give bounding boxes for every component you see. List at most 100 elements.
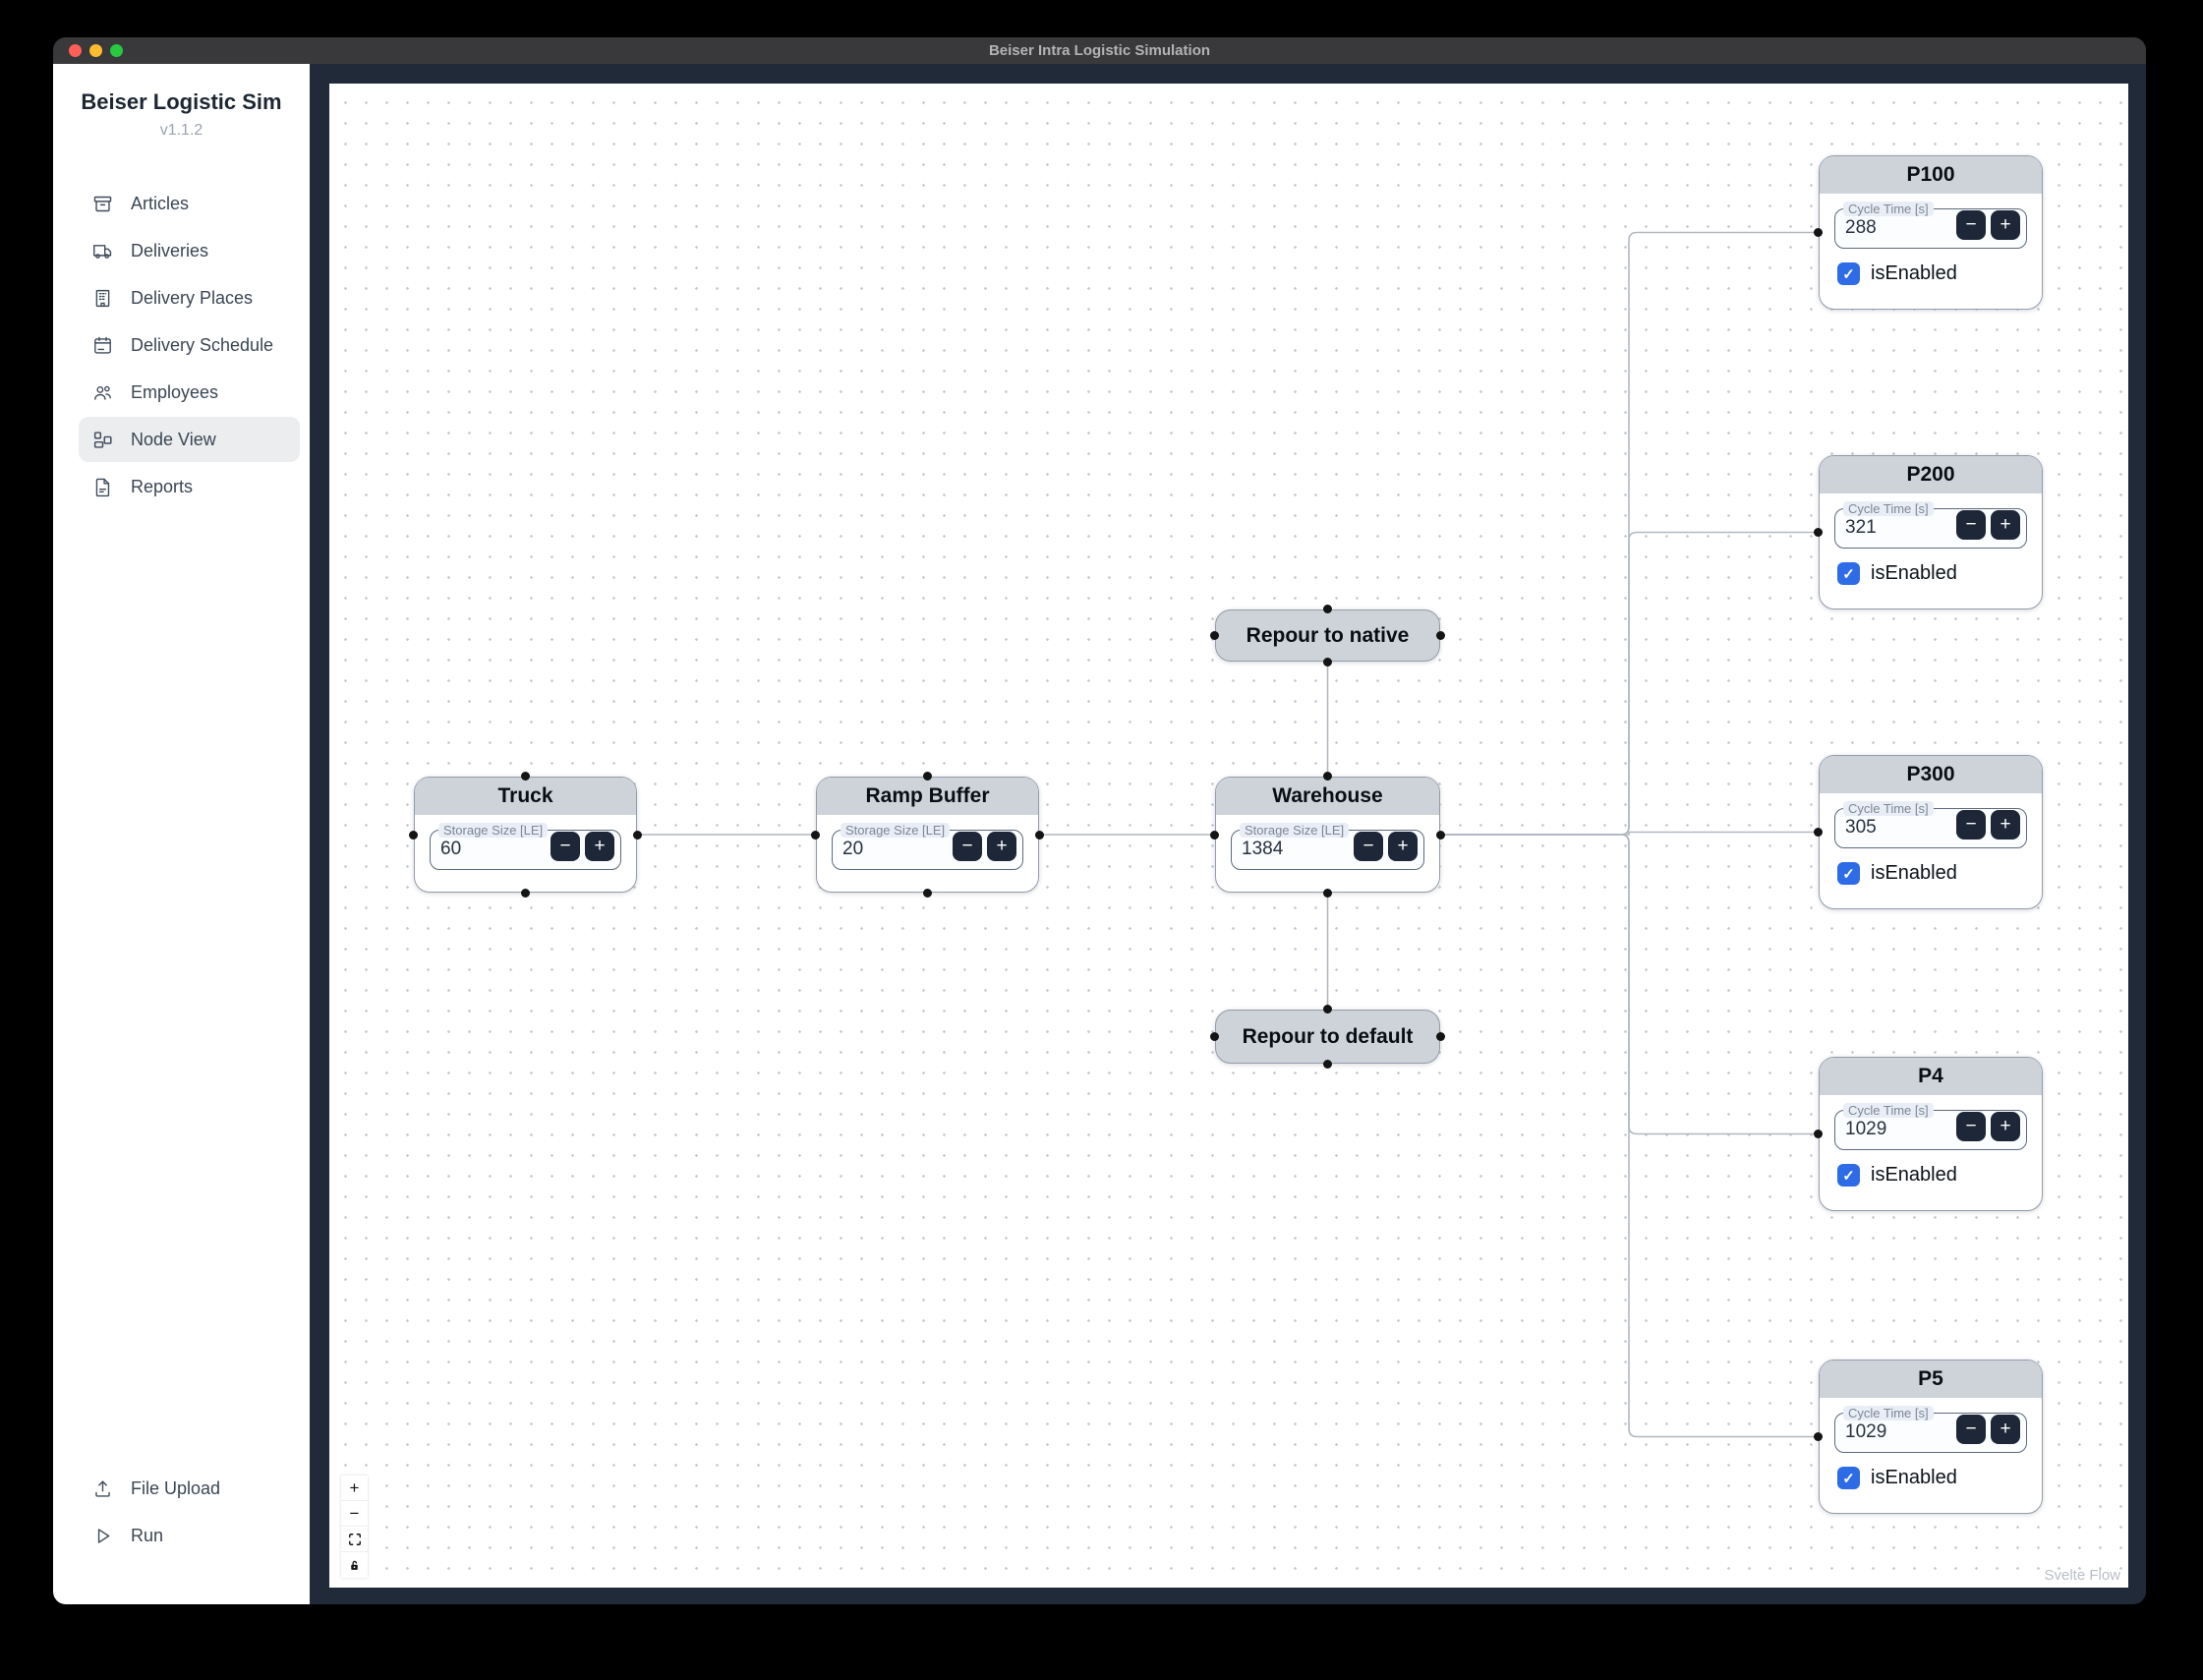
connection-handle[interactable]: [923, 772, 932, 781]
increment-button[interactable]: +: [1991, 1415, 2020, 1444]
connection-handle[interactable]: [409, 830, 418, 840]
connection-handle[interactable]: [1436, 631, 1445, 640]
increment-button[interactable]: +: [1991, 810, 2020, 840]
increment-button[interactable]: +: [1388, 832, 1418, 861]
increment-button[interactable]: +: [1991, 510, 2020, 540]
node-warehouse[interactable]: Warehouse Storage Size [LE] − +: [1210, 772, 1445, 898]
maximize-window-icon[interactable]: [110, 44, 123, 57]
connection-handle[interactable]: [521, 889, 530, 898]
zoom-in-button[interactable]: +: [341, 1476, 368, 1501]
sidebar-item-node-view[interactable]: Node View: [53, 416, 310, 463]
node-title: Ramp Buffer: [817, 778, 1038, 815]
node-p4[interactable]: P4 Cycle Time [s] − + ✓ isEnabled: [1814, 1057, 2043, 1211]
connection-handle[interactable]: [1814, 1130, 1823, 1138]
minimize-window-icon[interactable]: [89, 44, 102, 57]
cycle-time-input[interactable]: [1845, 1421, 1943, 1443]
cycle-time-input[interactable]: [1845, 517, 1943, 539]
app-window: Beiser Intra Logistic Simulation Beiser …: [53, 37, 2146, 1604]
connection-handle[interactable]: [1210, 830, 1219, 840]
decrement-button[interactable]: −: [551, 832, 580, 861]
node-ramp-buffer[interactable]: Ramp Buffer Storage Size [LE] − +: [811, 772, 1044, 898]
connection-handle[interactable]: [1323, 889, 1332, 898]
node-p5[interactable]: P5 Cycle Time [s] − + ✓ isEnabled: [1814, 1360, 2043, 1514]
connection-handle[interactable]: [1210, 631, 1219, 640]
is-enabled-checkbox[interactable]: ✓: [1837, 862, 1860, 885]
connection-handle[interactable]: [1035, 830, 1044, 840]
increment-button[interactable]: +: [987, 832, 1016, 861]
sidebar-item-label: Articles: [131, 193, 190, 213]
edge-layer: [637, 231, 1819, 1438]
connection-handle[interactable]: [1323, 658, 1332, 666]
fit-view-icon: [348, 1533, 361, 1545]
increment-button[interactable]: +: [1991, 210, 2020, 240]
sidebar-item-delivery-places[interactable]: Delivery Places: [53, 274, 310, 321]
truck-icon: [93, 244, 112, 259]
storage-size-input[interactable]: [440, 839, 539, 860]
decrement-button[interactable]: −: [1956, 1112, 1986, 1141]
flow-canvas[interactable]: Truck Storage Size [LE] − + Ramp Buffer: [329, 84, 2128, 1588]
node-title: Repour to native: [1246, 623, 1410, 647]
is-enabled-checkbox[interactable]: ✓: [1837, 1164, 1860, 1187]
connection-handle[interactable]: [811, 830, 820, 840]
node-repour-to-default[interactable]: Repour to default: [1210, 1005, 1445, 1069]
file-upload-button[interactable]: File Upload: [53, 1465, 310, 1512]
run-button[interactable]: Run: [53, 1512, 310, 1559]
sidebar-footer: File Upload Run: [53, 1465, 310, 1559]
node-p200[interactable]: P200 Cycle Time [s] − + ✓ isEnabled: [1814, 455, 2043, 609]
connection-handle[interactable]: [1814, 228, 1823, 237]
decrement-button[interactable]: −: [1956, 810, 1986, 840]
zoom-out-button[interactable]: −: [341, 1501, 368, 1527]
app-version: v1.1.2: [159, 122, 203, 139]
lock-icon: [351, 1560, 358, 1570]
increment-button[interactable]: +: [585, 832, 614, 861]
is-enabled-checkbox[interactable]: ✓: [1837, 562, 1860, 585]
is-enabled-checkbox[interactable]: ✓: [1837, 262, 1860, 285]
sidebar-item-deliveries[interactable]: Deliveries: [53, 227, 310, 274]
sidebar-item-delivery-schedule[interactable]: Delivery Schedule: [53, 321, 310, 369]
decrement-button[interactable]: −: [1354, 832, 1383, 861]
connection-handle[interactable]: [1210, 1032, 1219, 1041]
connection-handle[interactable]: [521, 772, 530, 781]
connection-handle[interactable]: [1814, 528, 1823, 537]
sidebar-item-label: Reports: [131, 476, 194, 496]
connection-handle[interactable]: [923, 889, 932, 898]
connection-handle[interactable]: [1814, 1432, 1823, 1441]
is-enabled-label: isEnabled: [1871, 562, 1957, 584]
connection-handle[interactable]: [1436, 830, 1445, 840]
svelte-flow-attribution[interactable]: Svelte Flow: [2044, 1567, 2120, 1584]
fit-view-button[interactable]: [341, 1527, 368, 1552]
decrement-button[interactable]: −: [1956, 510, 1986, 540]
connection-handle[interactable]: [633, 830, 642, 840]
is-enabled-checkbox[interactable]: ✓: [1837, 1467, 1860, 1489]
sidebar-item-label: Deliveries: [131, 240, 209, 261]
cycle-time-input[interactable]: [1845, 1119, 1943, 1140]
edge-warehouse-p200[interactable]: [1440, 531, 1819, 836]
storage-size-input[interactable]: [1242, 839, 1340, 860]
connection-handle[interactable]: [1323, 772, 1332, 781]
node-p300[interactable]: P300 Cycle Time [s] − + ✓ isEnabled: [1814, 755, 2043, 909]
node-title: P300: [1820, 756, 2042, 793]
connection-handle[interactable]: [1323, 1060, 1332, 1069]
upload-icon: [95, 1479, 110, 1497]
increment-button[interactable]: +: [1991, 1112, 2020, 1141]
connection-handle[interactable]: [1436, 1032, 1445, 1041]
decrement-button[interactable]: −: [1956, 210, 1986, 240]
node-truck[interactable]: Truck Storage Size [LE] − +: [409, 772, 642, 898]
titlebar[interactable]: Beiser Intra Logistic Simulation: [53, 37, 2146, 64]
sidebar-item-articles[interactable]: Articles: [53, 180, 310, 227]
sidebar-item-reports[interactable]: Reports: [53, 463, 310, 510]
connection-handle[interactable]: [1323, 605, 1332, 613]
close-window-icon[interactable]: [69, 44, 82, 57]
edge-warehouse-p5[interactable]: [1440, 834, 1819, 1438]
connection-handle[interactable]: [1814, 828, 1823, 837]
cycle-time-input[interactable]: [1845, 817, 1943, 839]
decrement-button[interactable]: −: [953, 832, 982, 861]
sidebar-item-employees[interactable]: Employees: [53, 369, 310, 416]
node-repour-to-native[interactable]: Repour to native: [1210, 605, 1445, 666]
storage-size-input[interactable]: [842, 839, 941, 860]
decrement-button[interactable]: −: [1956, 1415, 1986, 1444]
connection-handle[interactable]: [1323, 1005, 1332, 1014]
node-p100[interactable]: P100 Cycle Time [s] − + ✓ isEnabled: [1814, 155, 2043, 310]
lock-button[interactable]: [341, 1552, 368, 1578]
cycle-time-input[interactable]: [1845, 217, 1943, 239]
